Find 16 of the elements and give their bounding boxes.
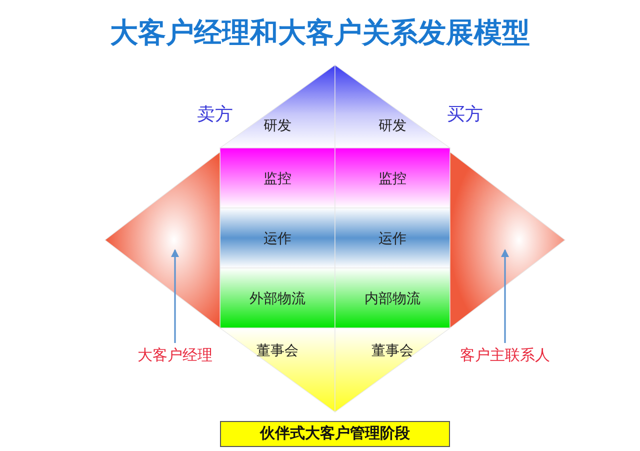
triangle-segment: 董事会 [335,328,450,412]
band-cell: 运作 [220,208,335,268]
stage-box: 伙伴式大客户管理阶段 [220,421,450,447]
triangle-segment: 董事会 [220,328,335,412]
triangle-shape [105,152,220,328]
side-label: 买方 [447,104,483,125]
arrow [501,249,509,343]
triangle-shape [450,152,565,328]
band-cell: 外部物流 [220,268,335,328]
band-cell: 监控 [335,148,450,208]
arrow [171,249,179,343]
side-label: 卖方 [197,104,233,125]
band-cell: 运作 [335,208,450,268]
band-cell: 内部物流 [335,268,450,328]
title: 大客户经理和大客户关系发展模型 [110,16,530,49]
band-cell: 监控 [220,148,335,208]
